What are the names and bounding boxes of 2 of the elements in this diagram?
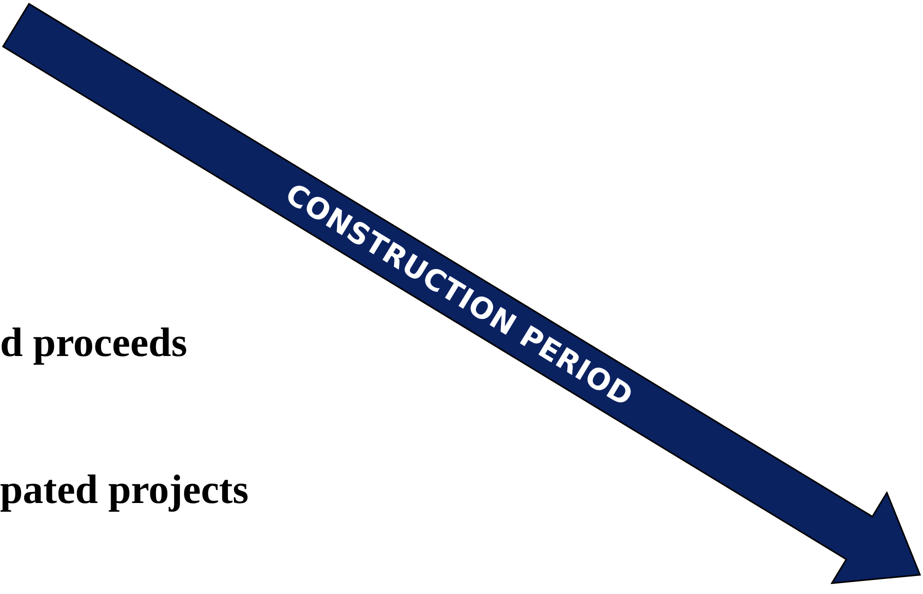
body-text: d proceeds — [0, 318, 188, 366]
body-text: pated projects — [0, 465, 249, 513]
